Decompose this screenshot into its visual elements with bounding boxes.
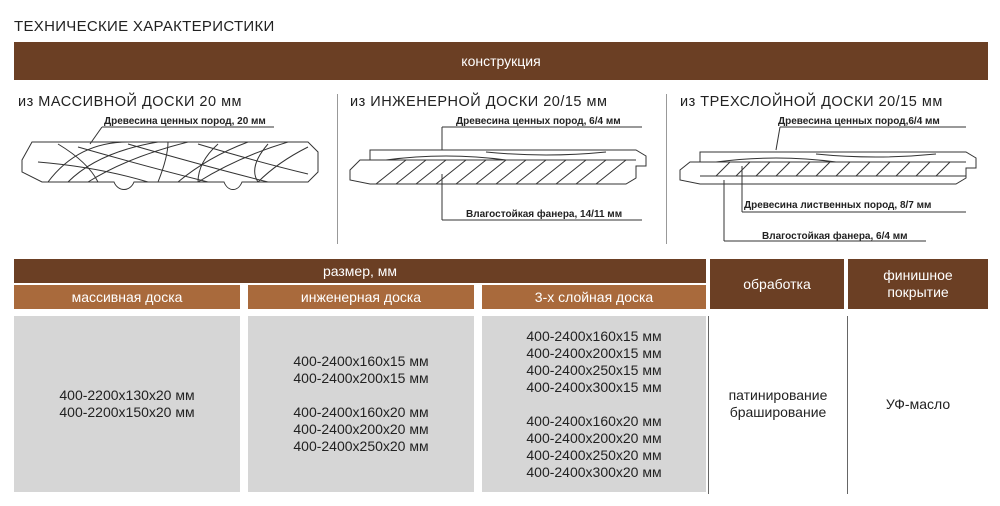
label-massive-wood: Древесина ценных пород, 20 мм <box>104 116 266 127</box>
construction-label: конструкция <box>461 53 541 69</box>
size-value: 400-2400х200х20 мм <box>526 429 662 446</box>
size-value: 400-2200х150х20 мм <box>59 404 195 420</box>
section-title-engineered: из ИНЖЕНЕРНОЙ ДОСКИ 20/15 мм <box>350 94 608 110</box>
column-divider <box>847 316 848 494</box>
column-header-three-layer: 3-х слойная доска <box>482 285 706 309</box>
size-value: 400-2200х130х20 мм <box>59 387 195 403</box>
size-header: размер, мм <box>14 259 706 283</box>
section-divider <box>337 94 338 244</box>
size-value: 400-2400х250х15 мм <box>526 361 662 378</box>
label-engineered-plywood: Влагостойкая фанера, 14/11 мм <box>466 209 623 220</box>
size-value: 400-2400х200х20 мм <box>293 421 429 437</box>
processing-header: обработка <box>710 259 844 309</box>
massive-board-diagram <box>21 126 319 190</box>
section-divider <box>666 94 667 244</box>
sizes-cell-engineered: 400-2400х160х15 мм 400-2400х200х15 мм 40… <box>248 316 474 492</box>
section-title-massive: из МАССИВНОЙ ДОСКИ 20 мм <box>18 94 243 110</box>
size-value: 400-2400х160х15 мм <box>526 327 662 344</box>
size-value: 400-2400х200х15 мм <box>293 370 429 386</box>
sizes-cell-three-layer: 400-2400х160х15 мм 400-2400х200х15 мм 40… <box>482 316 706 492</box>
column-divider <box>708 316 709 494</box>
size-value: 400-2400х250х20 мм <box>293 438 429 454</box>
three-layer-board-diagram <box>679 126 977 242</box>
size-header-label: размер, мм <box>322 263 398 279</box>
finish-header-line: финишное <box>883 267 953 283</box>
size-value: 400-2400х160х20 мм <box>293 404 429 420</box>
processing-value: браширование <box>729 404 827 420</box>
column-header-label: массивная доска <box>71 289 183 305</box>
size-value: 400-2400х250х20 мм <box>526 446 662 463</box>
engineered-board-diagram <box>349 126 647 221</box>
finish-value: УФ-масло <box>885 395 951 412</box>
finish-cell: УФ-масло <box>848 316 988 492</box>
column-header-massive: массивная доска <box>14 285 240 309</box>
label-three-layer-hardwood: Древесина лиственных пород, 8/7 мм <box>744 200 932 211</box>
finish-header: финишное покрытие <box>848 259 988 309</box>
label-engineered-wood: Древесина ценных пород, 6/4 мм <box>456 116 621 127</box>
sizes-cell-massive: 400-2200х130х20 мм 400-2200х150х20 мм <box>14 316 240 492</box>
size-value: 400-2400х300х20 мм <box>526 463 662 480</box>
finish-header-line: покрытие <box>887 284 949 300</box>
size-value: 400-2400х160х20 мм <box>526 412 662 429</box>
size-value: 400-2400х300х15 мм <box>526 378 662 395</box>
column-header-label: 3-х слойная доска <box>534 289 654 305</box>
section-title-three-layer: из ТРЕХСЛОЙНОЙ ДОСКИ 20/15 мм <box>680 94 943 110</box>
page-title: ТЕХНИЧЕСКИЕ ХАРАКТЕРИСТИКИ <box>14 18 275 35</box>
construction-header: конструкция <box>14 42 988 80</box>
column-header-label: инженерная доска <box>300 289 422 305</box>
processing-cell: патинирование браширование <box>710 316 846 492</box>
column-header-engineered: инженерная доска <box>248 285 474 309</box>
processing-value: патинирование <box>728 387 828 403</box>
label-three-layer-wood: Древесина ценных пород,6/4 мм <box>778 116 940 127</box>
size-value: 400-2400х200х15 мм <box>526 344 662 361</box>
size-value: 400-2400х160х15 мм <box>293 353 429 369</box>
processing-header-label: обработка <box>743 275 811 292</box>
label-three-layer-plywood: Влагостойкая фанера, 6/4 мм <box>762 231 908 242</box>
